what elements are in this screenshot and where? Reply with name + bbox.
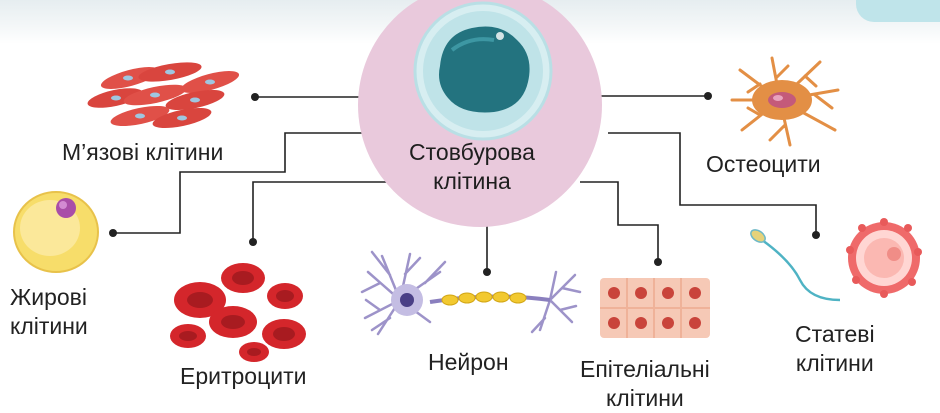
epithelial-cells-label: Епітеліальні клітини xyxy=(580,356,710,411)
connectors xyxy=(113,95,817,272)
neuron-illustration xyxy=(360,250,582,336)
red-blood-cells-label: Еритроцити xyxy=(180,363,307,389)
germ-cells-label: Статеві клітини xyxy=(795,321,875,376)
osteocytes-label: Остеоцити xyxy=(706,151,821,177)
germ-cells-illustration xyxy=(750,218,922,302)
header-accent-tab xyxy=(856,0,940,22)
stem-cell-label: Стовбурова клітина xyxy=(409,139,535,194)
connector-dots xyxy=(109,92,820,276)
neuron-label: Нейрон xyxy=(428,349,509,375)
muscle-cells-illustration xyxy=(87,62,240,129)
epithelial-cells-illustration xyxy=(600,278,710,338)
fat-cell-illustration xyxy=(13,191,99,273)
connector-epithelial xyxy=(580,181,659,262)
connector-rbc xyxy=(252,181,393,242)
stem-cell-hub xyxy=(358,0,602,227)
muscle-cells-label: М’язові клітини xyxy=(62,139,224,165)
connector-germ xyxy=(608,132,817,235)
stem-cell-nucleus xyxy=(439,26,530,113)
fat-cells-label: Жирові клітини xyxy=(10,284,88,339)
red-blood-cells-illustration xyxy=(170,263,306,362)
connector-fat xyxy=(113,132,370,234)
osteocyte-illustration xyxy=(730,56,840,147)
